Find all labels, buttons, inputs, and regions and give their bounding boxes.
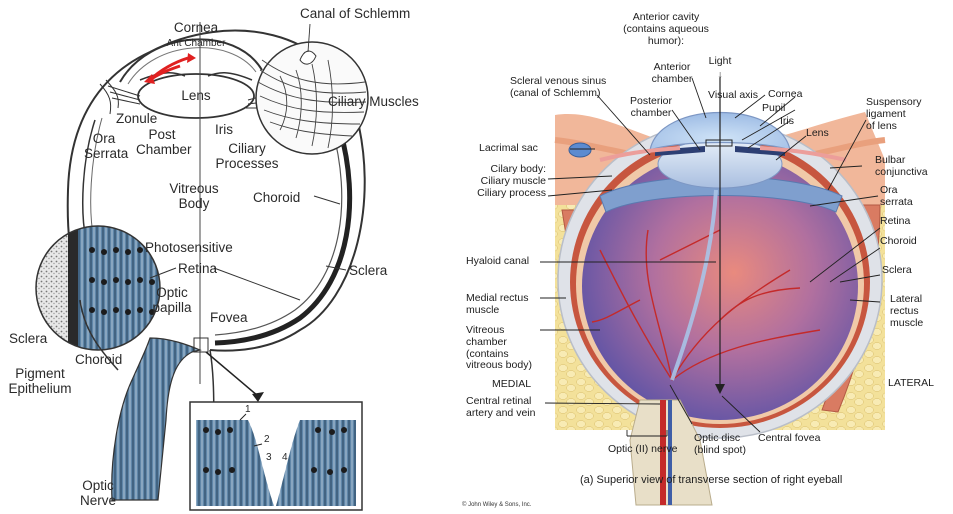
right-label-scleral-venous-sinus: Scleral venous sinus (canal of Schlemm) xyxy=(510,76,606,100)
right-label-optic-nerve: Optic (II) nerve xyxy=(608,444,677,456)
right-label-sclera: Sclera xyxy=(882,265,912,277)
left-label-ant-chamber: Ant Chamber xyxy=(158,38,234,49)
right-label-ora-serrata: Ora serrata xyxy=(880,185,913,209)
right-label-choroid: Choroid xyxy=(880,236,917,248)
right-label-optic-disc: Optic disc (blind spot) xyxy=(694,433,746,457)
ciliary-magnified-circle xyxy=(256,24,368,154)
left-optic-nerve xyxy=(112,338,200,500)
left-label-ciliary-muscles: Ciliary Muscles xyxy=(328,94,419,109)
right-label-medial-rectus: Medial rectus muscle xyxy=(466,293,528,317)
fovea-inset-label-1: 1 xyxy=(245,404,251,415)
right-label-light: Light xyxy=(700,56,740,68)
right-label-retina: Retina xyxy=(880,216,910,228)
left-label-iris: Iris xyxy=(215,122,233,137)
copyright-notice: © John Wiley & Sons, Inc. xyxy=(462,502,531,509)
right-label-anterior-chamber: Anterior chamber xyxy=(644,62,700,86)
light-arrow-icon: ↓ xyxy=(712,70,728,82)
right-label-bulbar-conjunctiva: Bulbar conjunctiva xyxy=(875,155,928,179)
fovea-inset-label-2: 2 xyxy=(264,434,270,445)
right-label-vitreous-chamber: Vitreous chamber (contains vitreous body… xyxy=(466,325,532,372)
right-label-pupil: Pupil xyxy=(762,103,785,115)
left-label-canal-schlemm: Canal of Schlemm xyxy=(300,6,410,21)
right-label-cornea: Cornea xyxy=(768,89,802,101)
right-label-lacrimal-sac: Lacrimal sac xyxy=(479,143,538,155)
left-label-sclera-left: Sclera xyxy=(9,331,47,346)
right-label-lens: Lens xyxy=(806,128,829,140)
right-label-iris: Iris xyxy=(780,116,794,128)
left-label-choroid: Choroid xyxy=(253,190,300,205)
left-label-sclera-right: Sclera xyxy=(349,263,387,278)
left-label-optic-nerve: Optic Nerve xyxy=(72,478,124,508)
left-label-fovea: Fovea xyxy=(210,310,248,325)
right-label-anterior-cavity: Anterior cavity (contains aqueous humor)… xyxy=(612,12,720,47)
lacrimal-sac xyxy=(569,143,591,157)
fovea-magnified-inset xyxy=(190,402,362,510)
right-label-lateral: LATERAL xyxy=(888,378,934,390)
left-label-vitreous-body: Vitreous Body xyxy=(162,181,226,211)
right-label-suspensory-ligament: Suspensory ligament of lens xyxy=(866,97,921,132)
left-label-photosensitive: Photosensitive xyxy=(145,240,233,255)
right-label-central-fovea: Central fovea xyxy=(758,433,820,445)
left-label-zonule: Zonule xyxy=(116,111,157,126)
left-label-choroid-left: Choroid xyxy=(75,352,122,367)
fovea-inset-label-3: 3 xyxy=(266,452,272,463)
left-label-retina: Retina xyxy=(178,261,217,276)
left-label-optic-papilla: Optic papilla xyxy=(148,285,196,315)
left-label-lens: Lens xyxy=(170,88,222,103)
retina-magnified-circle xyxy=(30,226,160,356)
fovea-inset-label-4: 4 xyxy=(282,452,288,463)
figure-caption: (a) Superior view of transverse section … xyxy=(580,474,842,486)
left-label-cornea: Cornea xyxy=(163,20,229,35)
right-label-posterior-chamber: Posterior chamber xyxy=(618,96,684,120)
left-label-ciliary-processes: Ciliary Processes xyxy=(210,141,284,171)
right-label-medial: MEDIAL xyxy=(492,379,531,391)
right-label-ciliary-body: Cilary body: Ciliary muscle Ciliary proc… xyxy=(446,164,546,199)
right-label-lateral-rectus: Lateral rectus muscle xyxy=(890,294,923,329)
left-label-ora-serrata: Ora Serrata xyxy=(84,131,124,161)
right-label-visual-axis: Visual axis xyxy=(708,90,758,102)
right-label-hyaloid-canal: Hyaloid canal xyxy=(466,256,529,268)
left-label-pigment-epithelium: Pigment Epithelium xyxy=(2,366,78,396)
right-label-central-retinal: Central retinal artery and vein xyxy=(466,396,535,420)
left-label-post-chamber: Post Chamber xyxy=(136,127,188,157)
